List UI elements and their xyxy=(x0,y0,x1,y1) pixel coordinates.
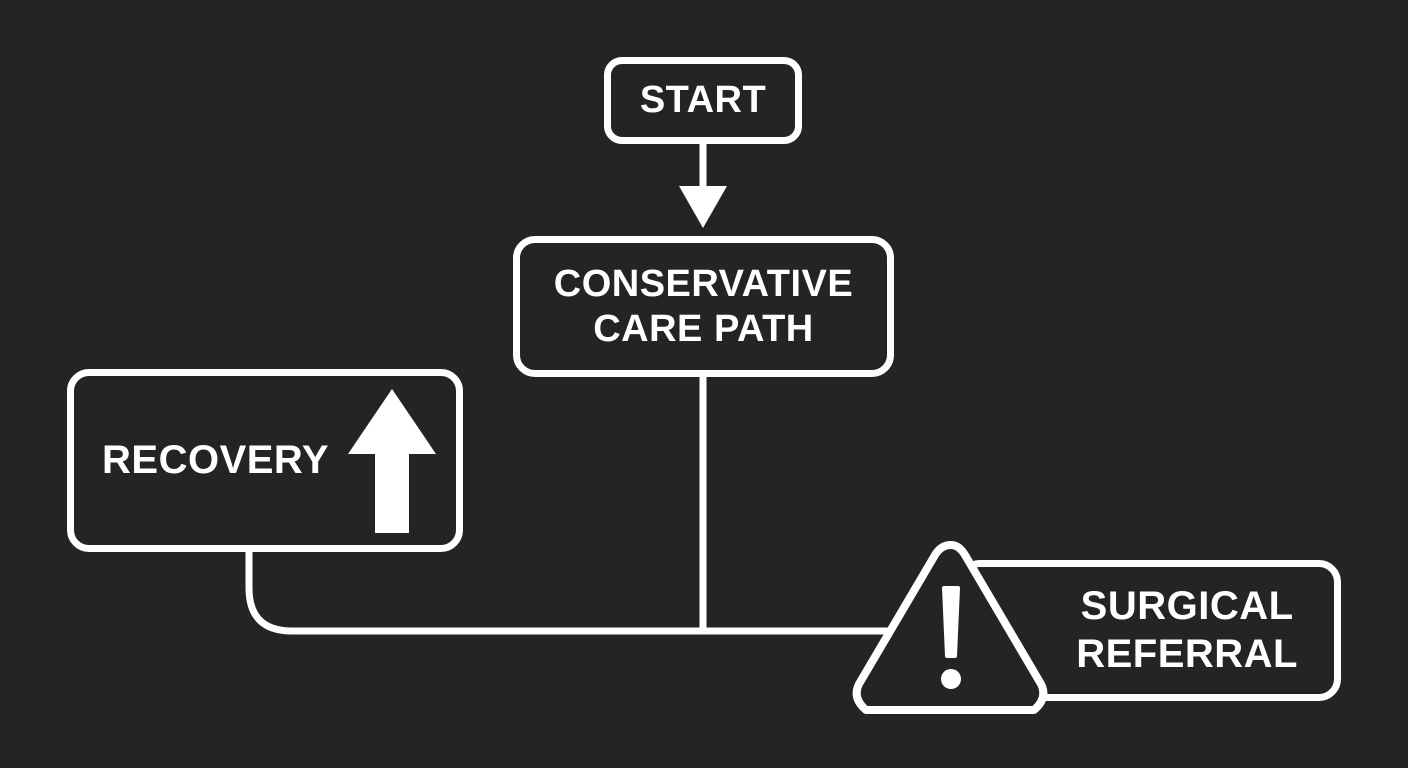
conservative-care-path-label: CONSERVATIVE CARE PATH xyxy=(553,262,854,350)
recovery-label: RECOVERY xyxy=(102,437,330,482)
branch-to-recovery-line xyxy=(245,552,703,635)
surgical-referral-label: SURGICAL REFERRAL xyxy=(1076,584,1298,676)
start-label: START xyxy=(639,79,767,122)
start-to-conservative-arrowhead xyxy=(679,186,727,228)
start-node: START xyxy=(604,57,802,144)
surgical-referral-node: SURGICAL REFERRAL xyxy=(958,560,1341,701)
conservative-care-path-node: CONSERVATIVE CARE PATH xyxy=(513,236,894,377)
recovery-node: RECOVERY xyxy=(67,369,463,552)
